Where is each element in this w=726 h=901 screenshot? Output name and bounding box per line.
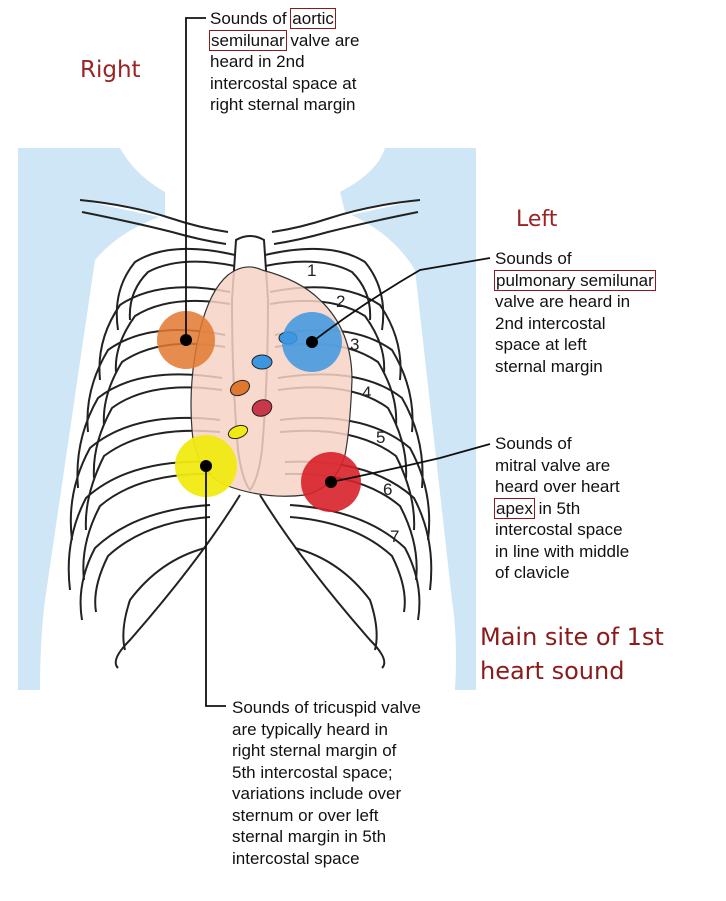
callout-line: intercostal space at <box>210 73 359 95</box>
callout-line: sternal margin <box>495 356 655 378</box>
callout-line: heard in 2nd <box>210 51 359 73</box>
callout-line: Sounds of tricuspid valve <box>232 697 421 719</box>
callout-text: Sounds of tricuspid valve <box>232 698 421 717</box>
highlighted-term: pulmonary semilunar <box>495 271 655 290</box>
highlighted-term: apex <box>495 499 534 518</box>
right-side-label: Right <box>80 57 141 83</box>
callout-line: pulmonary semilunar <box>495 270 655 292</box>
callout-text: in 5th <box>534 499 580 518</box>
callout-text: space at left <box>495 335 587 354</box>
callout-line: right sternal margin of <box>232 740 421 762</box>
main-site-line: heart sound <box>480 654 664 688</box>
left-side-label: Left <box>516 207 557 232</box>
callout-text: intercostal space <box>232 849 360 868</box>
callout-text: sternal margin in 5th <box>232 827 386 846</box>
callout-line: semilunar valve are <box>210 30 359 52</box>
callout-text: Sounds of <box>495 249 572 268</box>
callout-text: in line with middle <box>495 542 629 561</box>
callout-line: Sounds of <box>495 433 629 455</box>
callout-line: right sternal margin <box>210 94 359 116</box>
pulmonary-callout: Sounds of pulmonary semilunar valve are he… <box>495 248 655 377</box>
callout-text: valve are heard in <box>495 292 630 311</box>
callout-line: of clavicle <box>495 562 629 584</box>
callout-text: heard in 2nd <box>210 52 305 71</box>
callout-line: valve are heard in <box>495 291 655 313</box>
callout-text: are typically heard in <box>232 720 388 739</box>
callout-line: 5th intercostal space; <box>232 762 421 784</box>
intercostal-number: 4 <box>362 383 371 402</box>
callout-text: 2nd intercostal <box>495 314 606 333</box>
callout-text: of clavicle <box>495 563 570 582</box>
callout-line: space at left <box>495 334 655 356</box>
callout-text: right sternal margin of <box>232 741 396 760</box>
callout-text: intercostal space <box>495 520 623 539</box>
callout-line: variations include over <box>232 783 421 805</box>
callout-line: in line with middle <box>495 541 629 563</box>
intercostal-number: 5 <box>376 428 385 447</box>
callout-text: sternal margin <box>495 357 603 376</box>
callout-text: variations include over <box>232 784 401 803</box>
tricuspid-callout: Sounds of tricuspid valve are typically h… <box>232 697 421 869</box>
intercostal-number: 1 <box>307 261 316 280</box>
callout-text: 5th intercostal space; <box>232 763 393 782</box>
intercostal-number: 3 <box>350 335 359 354</box>
callout-line: 2nd intercostal <box>495 313 655 335</box>
callout-line: are typically heard in <box>232 719 421 741</box>
callout-line: Sounds of aortic <box>210 8 359 30</box>
callout-text: heard over heart <box>495 477 620 496</box>
callout-line: intercostal space <box>495 519 629 541</box>
body-silhouette <box>340 148 476 690</box>
tricuspid-point <box>200 460 212 472</box>
pulmonary-point <box>306 336 318 348</box>
callout-text: Sounds of <box>210 9 291 28</box>
callout-text: mitral valve are <box>495 456 610 475</box>
callout-text: right sternal margin <box>210 95 356 114</box>
callout-line: Sounds of <box>495 248 655 270</box>
callout-text: intercostal space at <box>210 74 356 93</box>
aortic-callout: Sounds of aorticsemilunar valve areheard… <box>210 8 359 116</box>
callout-line: intercostal space <box>232 848 421 870</box>
mitral-point <box>325 476 337 488</box>
callout-line: apex in 5th <box>495 498 629 520</box>
callout-text: valve are <box>286 31 360 50</box>
callout-line: sternal margin in 5th <box>232 826 421 848</box>
body-silhouette <box>18 148 165 690</box>
aortic-valve <box>252 355 272 369</box>
main-site-line: Main site of 1st <box>480 620 664 654</box>
intercostal-number: 6 <box>383 480 392 499</box>
intercostal-number: 7 <box>390 527 399 546</box>
intercostal-number: 2 <box>336 292 345 311</box>
highlighted-term: aortic <box>291 9 335 28</box>
main-site-note: Main site of 1st heart sound <box>480 620 664 688</box>
callout-text: sternum or over left <box>232 806 378 825</box>
callout-line: sternum or over left <box>232 805 421 827</box>
callout-line: mitral valve are <box>495 455 629 477</box>
callout-line: heard over heart <box>495 476 629 498</box>
aortic-point <box>180 334 192 346</box>
mitral-callout: Sounds of mitral valve are heard over hear… <box>495 433 629 584</box>
highlighted-term: semilunar <box>210 31 286 50</box>
callout-text: Sounds of <box>495 434 572 453</box>
